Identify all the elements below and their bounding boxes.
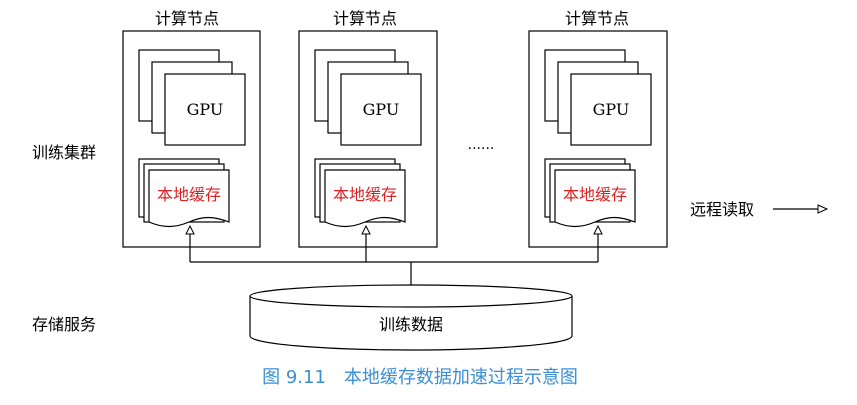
local-cache-label: 本地缓存 xyxy=(563,185,627,204)
local-cache-label: 本地缓存 xyxy=(333,185,397,204)
gpu-stack: GPU xyxy=(138,49,246,146)
compute-node-3: 计算节点 GPU 本地缓存 xyxy=(528,9,668,248)
local-cache-stack: 本地缓存 xyxy=(314,158,406,228)
local-cache-stack: 本地缓存 xyxy=(544,158,636,228)
compute-node-1: 计算节点 GPU 本地缓存 xyxy=(122,9,261,248)
arrow-head-up xyxy=(593,224,603,235)
compute-node-title: 计算节点 xyxy=(155,9,219,28)
more-nodes-ellipsis: ...... xyxy=(468,137,495,153)
arrow-head-up xyxy=(361,224,371,235)
compute-node-2: 计算节点 GPU 本地缓存 xyxy=(298,9,438,248)
local-cache-label: 本地缓存 xyxy=(157,185,221,204)
gpu-label: GPU xyxy=(593,100,630,119)
compute-node-title: 计算节点 xyxy=(333,9,397,28)
compute-node-title: 计算节点 xyxy=(565,9,629,28)
training-cluster-label: 训练集群 xyxy=(32,143,96,162)
remote-read-label: 远程读取 xyxy=(690,200,754,219)
storage-service-label: 存储服务 xyxy=(32,315,96,334)
training-data-label: 训练数据 xyxy=(379,315,443,334)
remote-read-arrow xyxy=(773,204,829,214)
figure-caption: 图 9.11 本地缓存数据加速过程示意图 xyxy=(262,367,578,388)
training-data-cylinder: 训练数据 xyxy=(249,284,573,351)
cache-document-shape xyxy=(324,169,406,228)
gpu-stack: GPU xyxy=(544,49,652,146)
cache-document-shape xyxy=(554,169,636,228)
gpu-label: GPU xyxy=(363,100,400,119)
arrow-head-up xyxy=(185,224,195,235)
local-cache-stack: 本地缓存 xyxy=(138,158,230,228)
gpu-label: GPU xyxy=(187,100,224,119)
data-connectors xyxy=(185,224,603,285)
cache-document-shape xyxy=(148,169,230,228)
gpu-stack: GPU xyxy=(314,49,422,146)
